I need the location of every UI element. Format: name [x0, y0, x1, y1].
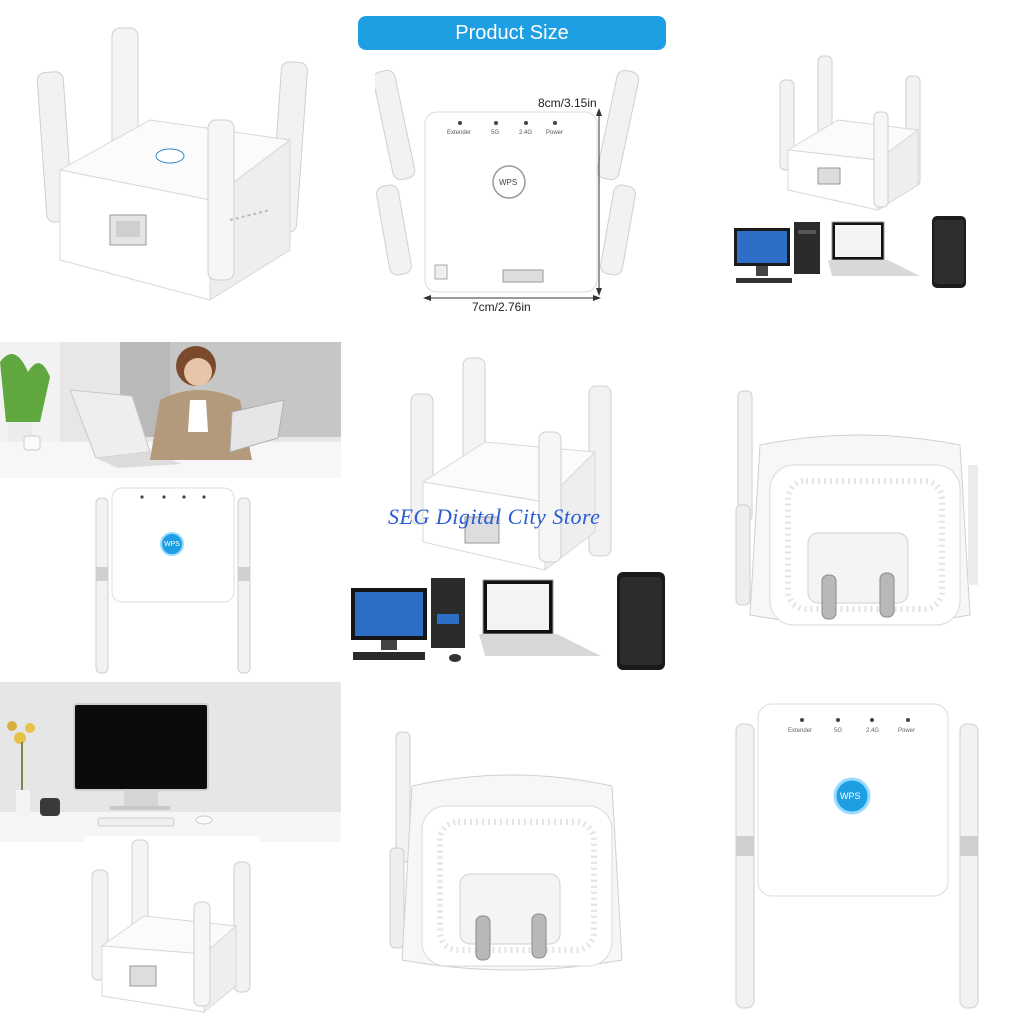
- height-dimension-label: 8cm/3.15in: [538, 96, 597, 110]
- wps-button-label: WPS: [164, 541, 180, 548]
- product-photo-angled-top-left: [30, 20, 320, 310]
- product-photo-with-devices-top-right: [728, 50, 974, 295]
- product-photo-front-small: WPS: [90, 482, 260, 677]
- store-watermark: SEG Digital City Store: [388, 504, 601, 529]
- lifestyle-photo-desk-monitor: [0, 682, 341, 842]
- indicator-label: Extender: [447, 130, 472, 136]
- indicator-label: Power: [898, 728, 916, 734]
- wps-button-label: WPS: [499, 178, 518, 187]
- indicator-label: 5G: [491, 130, 500, 136]
- indicator-label: 2.4G: [519, 130, 533, 136]
- width-dimension-label: 7cm/2.76in: [472, 300, 531, 314]
- product-photo-with-devices-center: [345, 352, 675, 674]
- product-photo-plug-bottom: [380, 728, 640, 993]
- indicator-label: Power: [546, 130, 564, 136]
- indicator-label: Extender: [788, 728, 813, 734]
- lifestyle-photo-office-woman: [0, 342, 341, 478]
- product-photo-angled-bottom-left: [84, 836, 260, 1018]
- product-photo-plug-back: [730, 385, 990, 655]
- wps-button-label: WPS: [840, 791, 861, 801]
- product-size-diagram: Extender 5G 2.4G Power WPS: [375, 60, 645, 320]
- indicator-label: 5G: [834, 728, 843, 734]
- product-photo-front-large: Extender 5G 2.4G Power WPS: [728, 700, 984, 1012]
- product-size-badge: Product Size: [358, 16, 666, 50]
- indicator-label: 2.4G: [866, 728, 880, 734]
